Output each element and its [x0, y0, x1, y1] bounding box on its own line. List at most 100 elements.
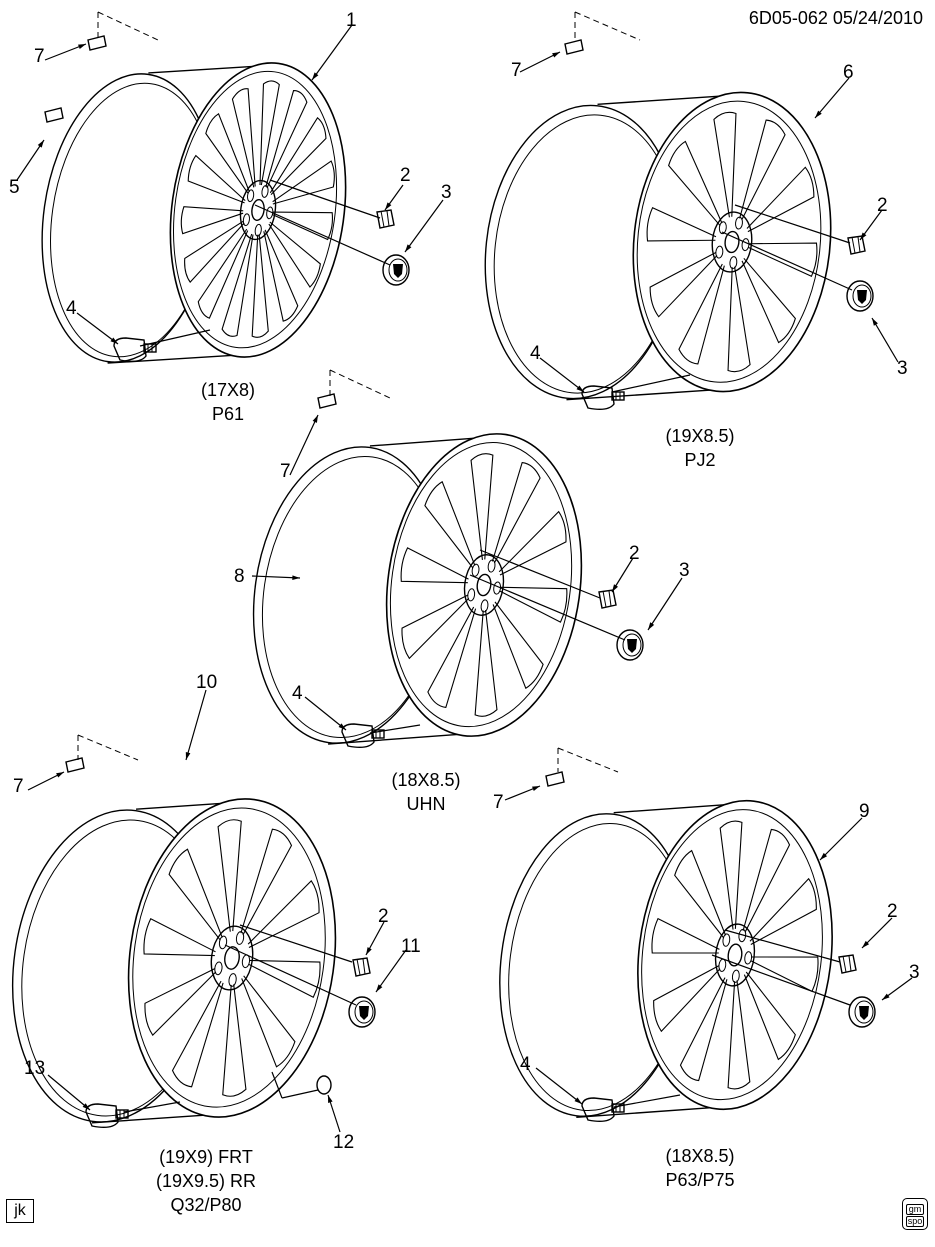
valve-leader: [281, 1089, 319, 1099]
wheel-spoke: [247, 880, 320, 949]
wheel-spoke: [678, 263, 725, 365]
wheel-spoke: [401, 594, 470, 660]
lug-nut-icon: [376, 209, 395, 229]
tpms-sensor-icon: [581, 1097, 625, 1123]
wheel-front-lip: [641, 809, 823, 1101]
wheel-spoke: [221, 233, 254, 337]
callout-4: 4: [530, 343, 541, 364]
arrowhead: [612, 584, 619, 592]
arrowhead: [648, 622, 655, 630]
wheel-spoke: [217, 819, 242, 932]
leader-line: [711, 954, 851, 1006]
callout-leader: [819, 817, 863, 861]
wheel-spoke: [713, 111, 737, 218]
arrowhead: [312, 415, 318, 423]
balance-weight-icon: [65, 757, 85, 773]
tpms-sensor-icon: [581, 385, 625, 411]
center-cap-body: [846, 280, 874, 312]
lug-hole: [254, 223, 262, 237]
diagram-code: 6D05-062 05/24/2010: [748, 8, 923, 28]
leader-line: [724, 929, 841, 963]
callout-7: 7: [34, 46, 45, 67]
sensor-body: [581, 1097, 615, 1123]
wheel-spoke: [180, 206, 244, 235]
wheel-barrel-edge: [576, 1106, 717, 1119]
arrowhead: [312, 72, 319, 80]
wheel-spoke: [259, 80, 280, 186]
callout-7: 7: [493, 792, 504, 813]
arrowhead: [552, 52, 560, 58]
dashed-leader: [557, 747, 619, 773]
callout-2: 2: [378, 906, 389, 927]
callout-4: 4: [292, 683, 303, 704]
wheel-spoke: [474, 609, 498, 717]
wheel-spoke: [144, 967, 217, 1036]
lug-nut-facet: [380, 210, 385, 228]
arrowhead: [860, 232, 867, 240]
wheel-spoke: [427, 606, 477, 708]
sensor-stem: [611, 1103, 625, 1113]
lug-nut-icon: [598, 589, 617, 609]
wheel-hub: [714, 923, 756, 987]
caption-wheel-4: (19X9) FRT (19X9.5) RR Q32/P80: [156, 1145, 256, 1217]
callout-leader: [375, 949, 407, 993]
lug-hole: [228, 973, 237, 987]
wheel-front-lip: [172, 70, 338, 349]
lug-hole: [493, 581, 502, 595]
logo-line: spo: [906, 1216, 924, 1227]
wheel-spoke: [749, 877, 817, 946]
wheel-spoke: [241, 975, 296, 1068]
sensor-stem: [611, 391, 625, 401]
caption-wheel-1: (17X8) P61: [201, 378, 255, 426]
arrowhead: [338, 723, 346, 730]
center-cap-body: [616, 629, 644, 661]
arrowhead: [110, 337, 118, 344]
center-cap-face: [622, 633, 642, 657]
sensor-body: [341, 723, 375, 749]
callout-2: 2: [877, 195, 888, 216]
callout-3: 3: [679, 560, 690, 581]
wheel-spoke: [231, 88, 256, 188]
center-cap-icon: [848, 996, 876, 1028]
wheel-front-rim: [637, 799, 833, 1111]
wheel-18x8.5-uhn: [252, 433, 583, 745]
dashed-leader: [574, 11, 641, 41]
wheel-spoke: [268, 221, 321, 288]
callout-10: 10: [196, 672, 218, 693]
lug-hole: [218, 935, 228, 950]
caption-line: P61: [211, 404, 245, 424]
center-cap-icon: [616, 629, 644, 661]
arrowhead: [78, 44, 86, 49]
lug-nut-facet: [608, 590, 612, 607]
wheel-spoke: [674, 849, 727, 939]
lug-hole: [731, 969, 740, 983]
center-bore: [251, 199, 265, 221]
caption-wheel-2: (19X8.5) PJ2: [665, 424, 734, 472]
lug-nut-body: [838, 954, 857, 974]
lug-hole: [214, 961, 223, 976]
arrowhead: [576, 385, 584, 392]
wheel-spoke: [727, 266, 751, 373]
arrowhead: [366, 947, 372, 955]
leader-line: [254, 204, 391, 266]
wheel-spoke: [741, 257, 797, 344]
lug-nut-facet: [842, 955, 847, 973]
arrowhead: [82, 1103, 90, 1110]
wheel-spoke: [168, 848, 223, 941]
leader-line: [123, 1101, 181, 1113]
callout-6: 6: [843, 62, 854, 83]
center-cap-face: [388, 258, 408, 282]
wheel-spoke: [742, 828, 791, 933]
wheel-19x9-q32: [11, 798, 337, 1124]
leader-line: [721, 231, 853, 291]
arrowhead: [872, 318, 878, 326]
caption-line: UHN: [406, 794, 446, 814]
caption-wheel-5: (18X8.5) P63/P75: [665, 1144, 734, 1192]
callout-3: 3: [441, 182, 452, 203]
wheel-hub: [463, 554, 505, 616]
wheel-18x8.5-p63: [499, 799, 833, 1119]
crest-emblem: [393, 264, 403, 278]
dashed-leader: [97, 11, 159, 41]
lug-nut-icon: [352, 957, 371, 977]
lug-hole: [487, 559, 496, 573]
